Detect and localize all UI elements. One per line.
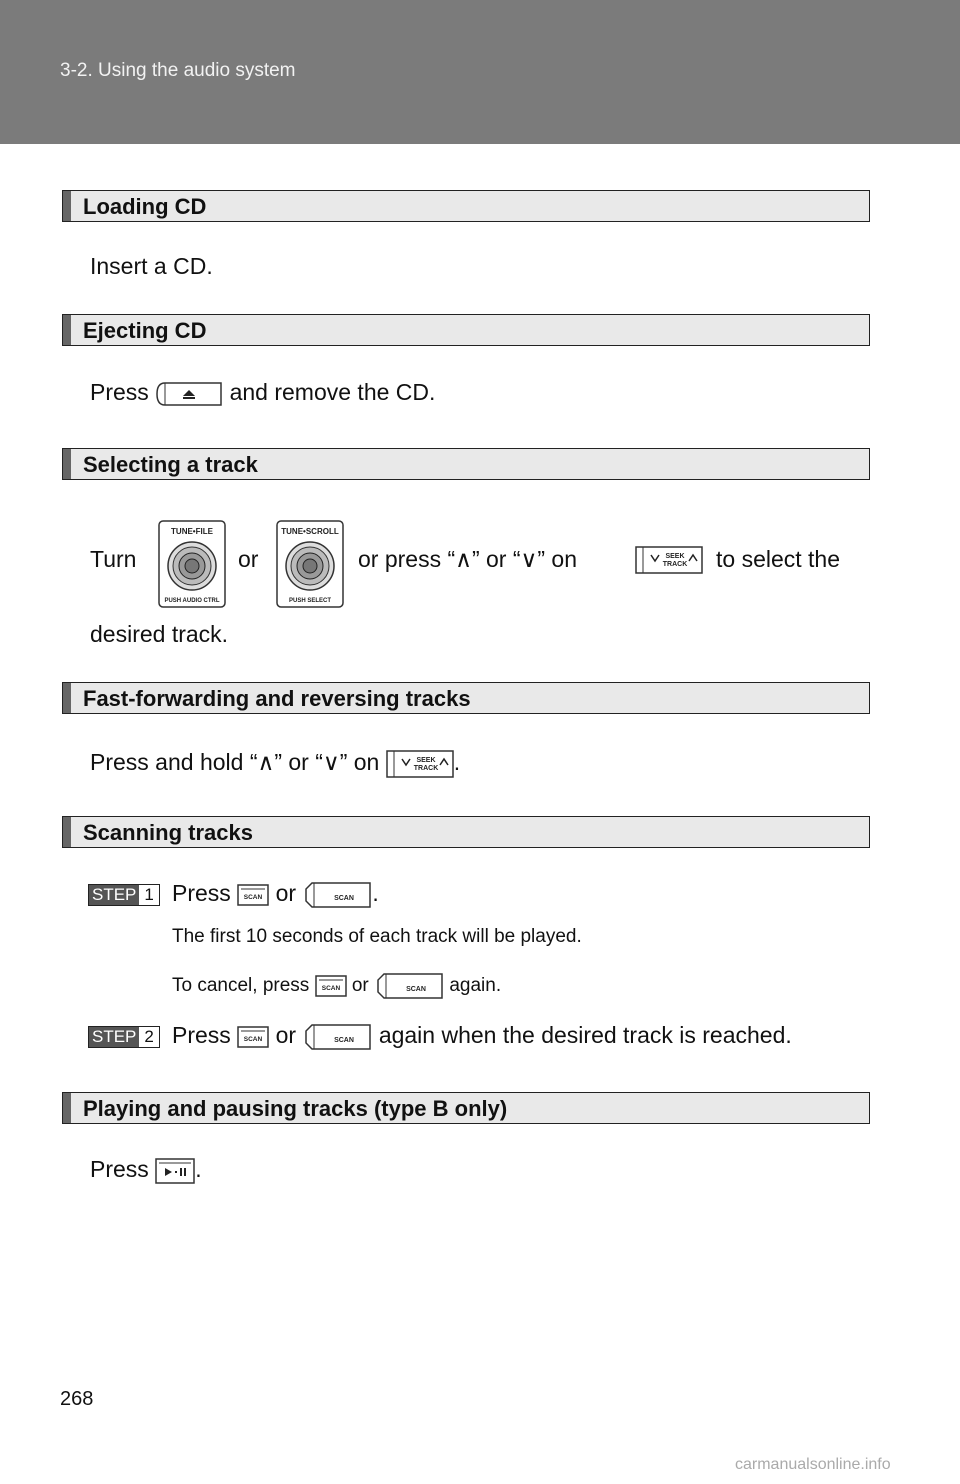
scan-button-large-icon: SCAN: [305, 882, 372, 908]
knob1-top-label: TUNE•FILE: [171, 527, 214, 536]
section-scanning-tracks: Scanning tracks: [62, 816, 870, 848]
svg-text:TRACK: TRACK: [663, 561, 688, 568]
step-1-text: Press SCAN or SCAN .: [172, 880, 379, 909]
scan-button-large-icon: SCAN: [305, 1024, 372, 1050]
section-title: Scanning tracks: [83, 820, 253, 845]
section-title: Ejecting CD: [83, 318, 207, 343]
text-press: Press: [90, 379, 149, 405]
select-or: or: [238, 546, 259, 572]
scan-note-cancel: To cancel, press SCAN or SCAN again.: [172, 972, 501, 1000]
text-remove: and remove the CD.: [229, 379, 436, 405]
page-number: 268: [60, 1388, 94, 1410]
svg-text:SCAN: SCAN: [335, 895, 355, 902]
tune-file-knob-icon: TUNE•FILE PUSH AUDIO CTRL: [158, 520, 226, 608]
section-title: Playing and pausing tracks (type B only): [83, 1096, 508, 1121]
scan-button-small-icon: SCAN: [237, 1026, 269, 1048]
svg-text:SCAN: SCAN: [406, 986, 426, 993]
section-playing-pausing: Playing and pausing tracks (type B only): [62, 1092, 870, 1124]
svg-text:SCAN: SCAN: [335, 1037, 355, 1044]
tune-scroll-knob-icon: TUNE•SCROLL PUSH SELECT: [276, 520, 344, 608]
watermark: carmanualsonline.info: [735, 1456, 891, 1473]
playing-text: Press .: [90, 1156, 202, 1184]
knob1-bottom-label: PUSH AUDIO CTRL: [164, 598, 219, 604]
play-pause-button-icon: [155, 1158, 195, 1184]
knob2-bottom-label: PUSH SELECT: [289, 598, 331, 604]
svg-text:SEEK: SEEK: [665, 553, 684, 560]
section-fast-forwarding: Fast-forwarding and reversing tracks: [62, 682, 870, 714]
eject-button-icon: [156, 382, 222, 406]
svg-text:SCAN: SCAN: [244, 894, 263, 901]
section-title: Selecting a track: [83, 452, 258, 477]
select-or-press: or press “∧” or “∨” on: [358, 546, 577, 572]
text-period: .: [453, 749, 461, 775]
ejecting-text: Press and remove the CD.: [90, 378, 435, 407]
scan-note-first-10-seconds: The first 10 seconds of each track will …: [172, 926, 582, 947]
select-to-select: to select the: [716, 546, 841, 572]
section-selecting-track: Selecting a track: [62, 448, 870, 480]
select-desired-track: desired track.: [90, 621, 229, 647]
seek-track-button-icon: SEEK TRACK: [385, 750, 454, 778]
header-bar: 3-2. Using the audio system: [0, 0, 960, 144]
section-loading-cd: Loading CD: [62, 190, 870, 222]
svg-text:SEEK: SEEK: [416, 757, 435, 764]
knob2-top-label: TUNE•SCROLL: [281, 527, 339, 536]
breadcrumb: 3-2. Using the audio system: [60, 60, 296, 81]
scan-button-small-icon: SCAN: [314, 975, 347, 997]
fastforward-text: Press and hold “∧” or “∨” on SEEK TRACK …: [90, 748, 460, 778]
text-press-hold: Press and hold “∧” or “∨” on: [90, 749, 380, 775]
scan-button-small-icon: SCAN: [237, 884, 269, 906]
step-2-text: Press SCAN or SCAN again when the desire…: [172, 1022, 792, 1051]
select-turn: Turn: [90, 546, 137, 572]
svg-text:SCAN: SCAN: [244, 1036, 263, 1043]
section-ejecting-cd: Ejecting CD: [62, 314, 870, 346]
loading-text: Insert a CD.: [90, 253, 213, 279]
seek-track-button-icon: SEEK TRACK: [635, 546, 703, 574]
svg-text:SCAN: SCAN: [321, 985, 340, 992]
svg-text:TRACK: TRACK: [413, 765, 438, 772]
section-title: Loading CD: [83, 194, 207, 219]
scan-button-large-icon: SCAN: [377, 973, 443, 999]
section-title: Fast-forwarding and reversing tracks: [83, 686, 471, 711]
